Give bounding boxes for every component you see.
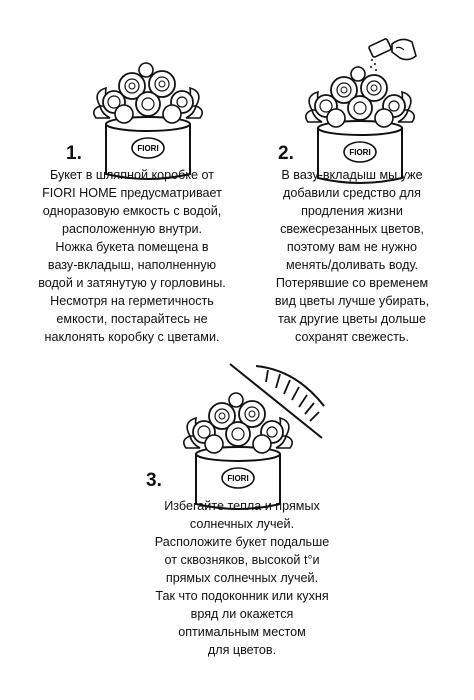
step-3-line: от сквозняков, высокой t°и [164, 553, 320, 567]
step-1-line: Несмотря на герметичность [50, 294, 214, 308]
step-2-line: поэтому вам не нужно [286, 240, 418, 254]
step-3-line: для цветов. [207, 643, 277, 657]
step-3-line: оптимальным местом [178, 625, 306, 639]
step-3-line: вряд ли окажется [190, 607, 294, 621]
hand-pouring-icon [368, 38, 417, 71]
step-1-number: 1. [66, 143, 82, 164]
bouquet-box-illustration-3: FIORI [182, 392, 294, 510]
step-2-line: добавили средство для [283, 186, 421, 200]
step-3-line: Так что подоконник или кухня [155, 589, 329, 603]
fiori-logo-3: FIORI [227, 474, 248, 483]
step-1-line: одноразовую емкость с водой, [42, 204, 222, 218]
step-1-text: Букет в шляпной коробке от FIORI HOME пр… [22, 166, 242, 346]
step-1-line: Ножка букета помещена в [55, 240, 209, 254]
step-3-line: прямых солнечных лучей. [165, 571, 319, 585]
step-2-line: так другие цветы дольше [277, 312, 427, 326]
step-2-line: свежесрезанных цветов, [280, 222, 424, 236]
step-2-line: сохранят свежесть. [295, 330, 409, 344]
step-3-line: солнечных лучей. [189, 517, 295, 531]
step-3-text: Избегайте тепла и прямых солнечных лучей… [132, 497, 352, 659]
step-1-line: водой и затянутую у горловины. [38, 276, 226, 290]
fiori-logo-2: FIORI [349, 148, 370, 157]
bouquet-box-illustration-2: FIORI [304, 66, 416, 184]
step-1-line: емкости, постарайтесь не [56, 312, 208, 326]
sun-rays-icon [229, 363, 325, 439]
step-3-line: Избегайте тепла и прямых [164, 499, 320, 513]
step-2-line: Потерявшие со временем [275, 276, 429, 290]
step-2-line: продления жизни [301, 204, 403, 218]
step-1-line: вазу-вкладыш, наполненную [47, 258, 217, 272]
step-1-line: Букет в шляпной коробке от [49, 168, 215, 182]
step-1-line: наклонять коробку с цветами. [44, 330, 220, 344]
step-2-number: 2. [278, 143, 294, 164]
step-3-line: Расположите букет подальше [154, 535, 330, 549]
step-2-text: В вазу-вкладыш мы уже добавили средство … [250, 166, 454, 346]
step-2-line: менять/доливать воду. [286, 258, 418, 272]
step-3-number: 3. [146, 470, 162, 491]
bouquet-box-illustration-1: FIORI [92, 62, 204, 180]
fiori-logo-1: FIORI [137, 144, 158, 153]
step-1-line: расположенную внутри. [61, 222, 203, 236]
step-2-line: вид цветы лучше убирать, [274, 294, 430, 308]
step-1-line: FIORI HOME предусматривает [42, 186, 222, 200]
step-2-line: В вазу-вкладыш мы уже [281, 168, 423, 182]
